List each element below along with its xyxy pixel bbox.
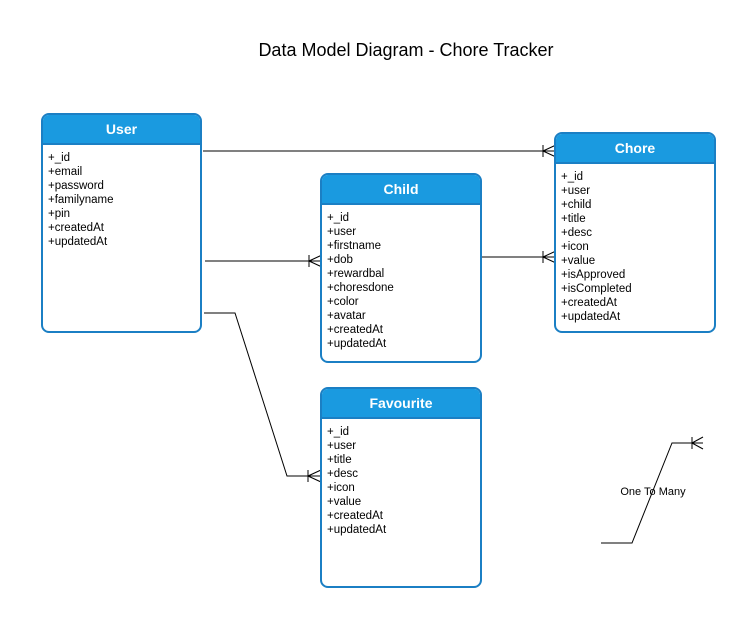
- legend-one-to-many-icon: [601, 436, 704, 544]
- entity-field: +user: [327, 440, 357, 452]
- entity-field: +dob: [327, 254, 353, 266]
- entity-field: +isCompleted: [561, 283, 632, 295]
- entity-field: +desc: [327, 468, 359, 480]
- entity-chore-fields: +_id +user +child +title +desc +icon +value +is…: [556, 164, 714, 324]
- entity-field: +child: [561, 199, 592, 211]
- entity-field: +value: [327, 496, 362, 508]
- entity-child[interactable]: Child +_id+user+firstname+dob+rewardbal+…: [320, 173, 482, 363]
- entity-field: +updatedAt: [48, 236, 108, 248]
- entity-field: +rewardbal: [327, 268, 385, 280]
- entity-field: +pin: [48, 208, 71, 220]
- edge-user-child: [205, 254, 323, 268]
- entity-user-header: User: [43, 115, 200, 145]
- entity-field: +value: [561, 255, 596, 267]
- entity-field: +updatedAt: [327, 524, 387, 536]
- entity-field: +user: [327, 226, 357, 238]
- entity-favourite[interactable]: Favourite +_id +user +title +desc +icon +valu…: [320, 387, 482, 588]
- entity-field: +createdAt: [48, 222, 104, 234]
- entity-field: +createdAt: [327, 510, 383, 522]
- entity-field: +avatar: [327, 310, 366, 322]
- entity-field: +email: [48, 166, 83, 178]
- entity-field: +updatedAt: [561, 311, 621, 323]
- entity-field: +_id: [327, 426, 350, 438]
- entity-field: +title: [561, 213, 586, 225]
- entity-user-fields: +_id +email +password +familyname +pin +creat…: [43, 145, 200, 249]
- edge-child-chore: [482, 250, 557, 264]
- entity-favourite-fields: +_id +user +title +desc +icon +value +createdA…: [322, 419, 480, 537]
- entity-chore[interactable]: Chore +_id +user +child +title +desc +icon +va…: [554, 132, 716, 333]
- entity-field: +desc: [561, 227, 593, 239]
- entity-child-fields: +_id +user +firstname +dob +rewardbal +chores…: [322, 205, 480, 351]
- entity-field: +_id: [561, 171, 584, 183]
- edge-user-chore: [203, 144, 557, 158]
- entity-user[interactable]: User +_id+email+password+familyname+pin+…: [41, 113, 202, 333]
- entity-field: +user: [561, 185, 591, 197]
- entity-field: +icon: [561, 241, 589, 253]
- entity-field: +title: [327, 454, 352, 466]
- entity-field: +_id: [327, 212, 350, 224]
- edge-user-favourite: [204, 312, 322, 483]
- diagram-title: Data Model Diagram - Chore Tracker: [258, 40, 554, 60]
- entity-field: +_id: [48, 152, 71, 164]
- legend-label: One To Many: [620, 486, 686, 498]
- entity-field: +password: [48, 180, 104, 192]
- entity-child-header: Child: [322, 175, 480, 205]
- entity-field: +createdAt: [561, 297, 617, 309]
- entity-chore-header: Chore: [556, 134, 714, 164]
- entity-field: +isApproved: [561, 269, 626, 281]
- entity-field: +createdAt: [327, 324, 383, 336]
- entity-field: +familyname: [48, 194, 114, 206]
- entity-field: +firstname: [327, 240, 382, 252]
- entity-field: +choresdone: [327, 282, 394, 294]
- entity-field: +icon: [327, 482, 355, 494]
- entity-field: +color: [327, 296, 359, 308]
- entity-favourite-header: Favourite: [322, 389, 480, 419]
- entity-field: +updatedAt: [327, 338, 387, 350]
